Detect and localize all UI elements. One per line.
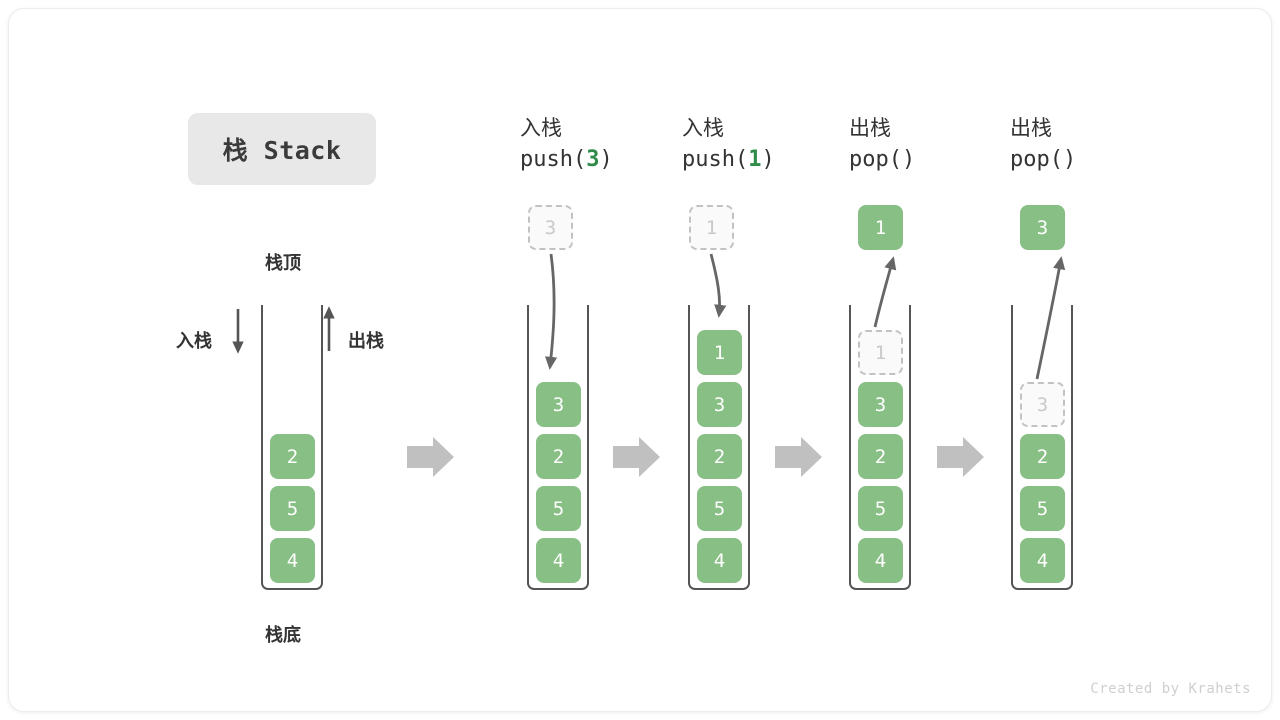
watermark-credit: Created by Krahets (1090, 681, 1251, 697)
stack-cell: 5 (858, 486, 903, 531)
column-header-push-1: 入栈 push(1) (682, 114, 852, 176)
stack-cell: 4 (697, 538, 742, 583)
call-suffix: ) (901, 147, 916, 172)
stack-cell: 2 (1020, 434, 1065, 479)
stack-cell: 3 (858, 382, 903, 427)
floating-ghost-cell: 3 (528, 205, 573, 250)
call-prefix: push( (520, 147, 587, 172)
stack-cell: 3 (697, 382, 742, 427)
step-arrow (613, 437, 660, 477)
push-side-label: 入栈 (176, 331, 212, 351)
diagram-card: 栈 Stack 栈顶 入栈 出栈 2 5 4 栈底 入栈 push(3) 3 3… (8, 8, 1272, 712)
stack-ghost-cell: 1 (858, 330, 903, 375)
column-header-line2: pop() (849, 144, 1019, 176)
column-header-pop-2: 出栈 pop() (1010, 114, 1180, 176)
stack-cell: 4 (858, 538, 903, 583)
column-header-line2: pop() (1010, 144, 1180, 176)
call-argument: 3 (586, 147, 600, 172)
popped-cell: 3 (1020, 205, 1065, 250)
stack-cell: 4 (270, 538, 315, 583)
stack-cell: 5 (1020, 486, 1065, 531)
column-header-line1: 入栈 (682, 117, 724, 140)
stack-cell: 2 (697, 434, 742, 479)
stack-container-pop-1 (849, 305, 911, 590)
column-header-line2: push(1) (682, 144, 852, 176)
call-suffix: ) (761, 147, 775, 172)
column-header-push-3: 入栈 push(3) (520, 114, 690, 176)
stack-top-label: 栈顶 (265, 253, 301, 273)
stack-cell: 1 (697, 330, 742, 375)
stack-cell: 5 (270, 486, 315, 531)
stack-cell: 2 (858, 434, 903, 479)
stack-container-push-1 (688, 305, 750, 590)
stack-cell: 2 (536, 434, 581, 479)
stack-container-pop-2 (1011, 305, 1073, 590)
floating-ghost-cell: 1 (689, 205, 734, 250)
step-arrow (937, 437, 984, 477)
call-prefix: pop( (849, 147, 902, 172)
call-suffix: ) (599, 147, 613, 172)
stack-cell: 5 (536, 486, 581, 531)
column-header-line1: 入栈 (520, 117, 562, 140)
diagram-stage: 栈 Stack 栈顶 入栈 出栈 2 5 4 栈底 入栈 push(3) 3 3… (9, 9, 1271, 711)
stack-cell: 4 (536, 538, 581, 583)
stack-cell: 5 (697, 486, 742, 531)
column-header-line2: push(3) (520, 144, 690, 176)
diagram-title-label: 栈 Stack (222, 136, 342, 165)
step-arrow (407, 437, 454, 477)
step-arrow (775, 437, 822, 477)
stack-ghost-cell: 3 (1020, 382, 1065, 427)
column-header-line1: 出栈 (1010, 117, 1052, 140)
call-prefix: pop( (1010, 147, 1063, 172)
stack-cell: 2 (270, 434, 315, 479)
pop-side-label: 出栈 (348, 331, 384, 351)
stack-container-initial (261, 305, 323, 590)
stack-cell: 3 (536, 382, 581, 427)
diagram-title-chip: 栈 Stack (188, 113, 376, 185)
column-header-pop-1: 出栈 pop() (849, 114, 1019, 176)
stack-container-push-3 (527, 305, 589, 590)
popped-cell: 1 (858, 205, 903, 250)
call-prefix: push( (682, 147, 749, 172)
call-argument: 1 (748, 147, 762, 172)
call-suffix: ) (1062, 147, 1077, 172)
stack-bottom-label: 栈底 (265, 625, 301, 645)
stack-cell: 4 (1020, 538, 1065, 583)
column-header-line1: 出栈 (849, 117, 891, 140)
